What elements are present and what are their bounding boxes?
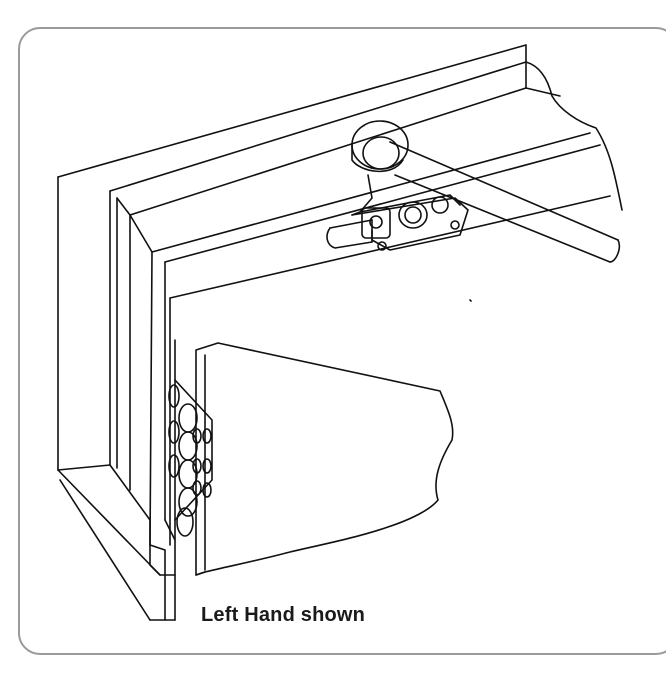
hinges xyxy=(168,379,213,537)
door-leaf xyxy=(195,342,454,576)
closer-arm xyxy=(351,120,621,263)
closer-body xyxy=(326,174,469,251)
caption-left-hand-shown: Left Hand shown xyxy=(201,604,366,626)
illustration-frame xyxy=(18,27,666,655)
dot-mark xyxy=(469,299,472,302)
wall-frame-trim xyxy=(57,44,623,621)
